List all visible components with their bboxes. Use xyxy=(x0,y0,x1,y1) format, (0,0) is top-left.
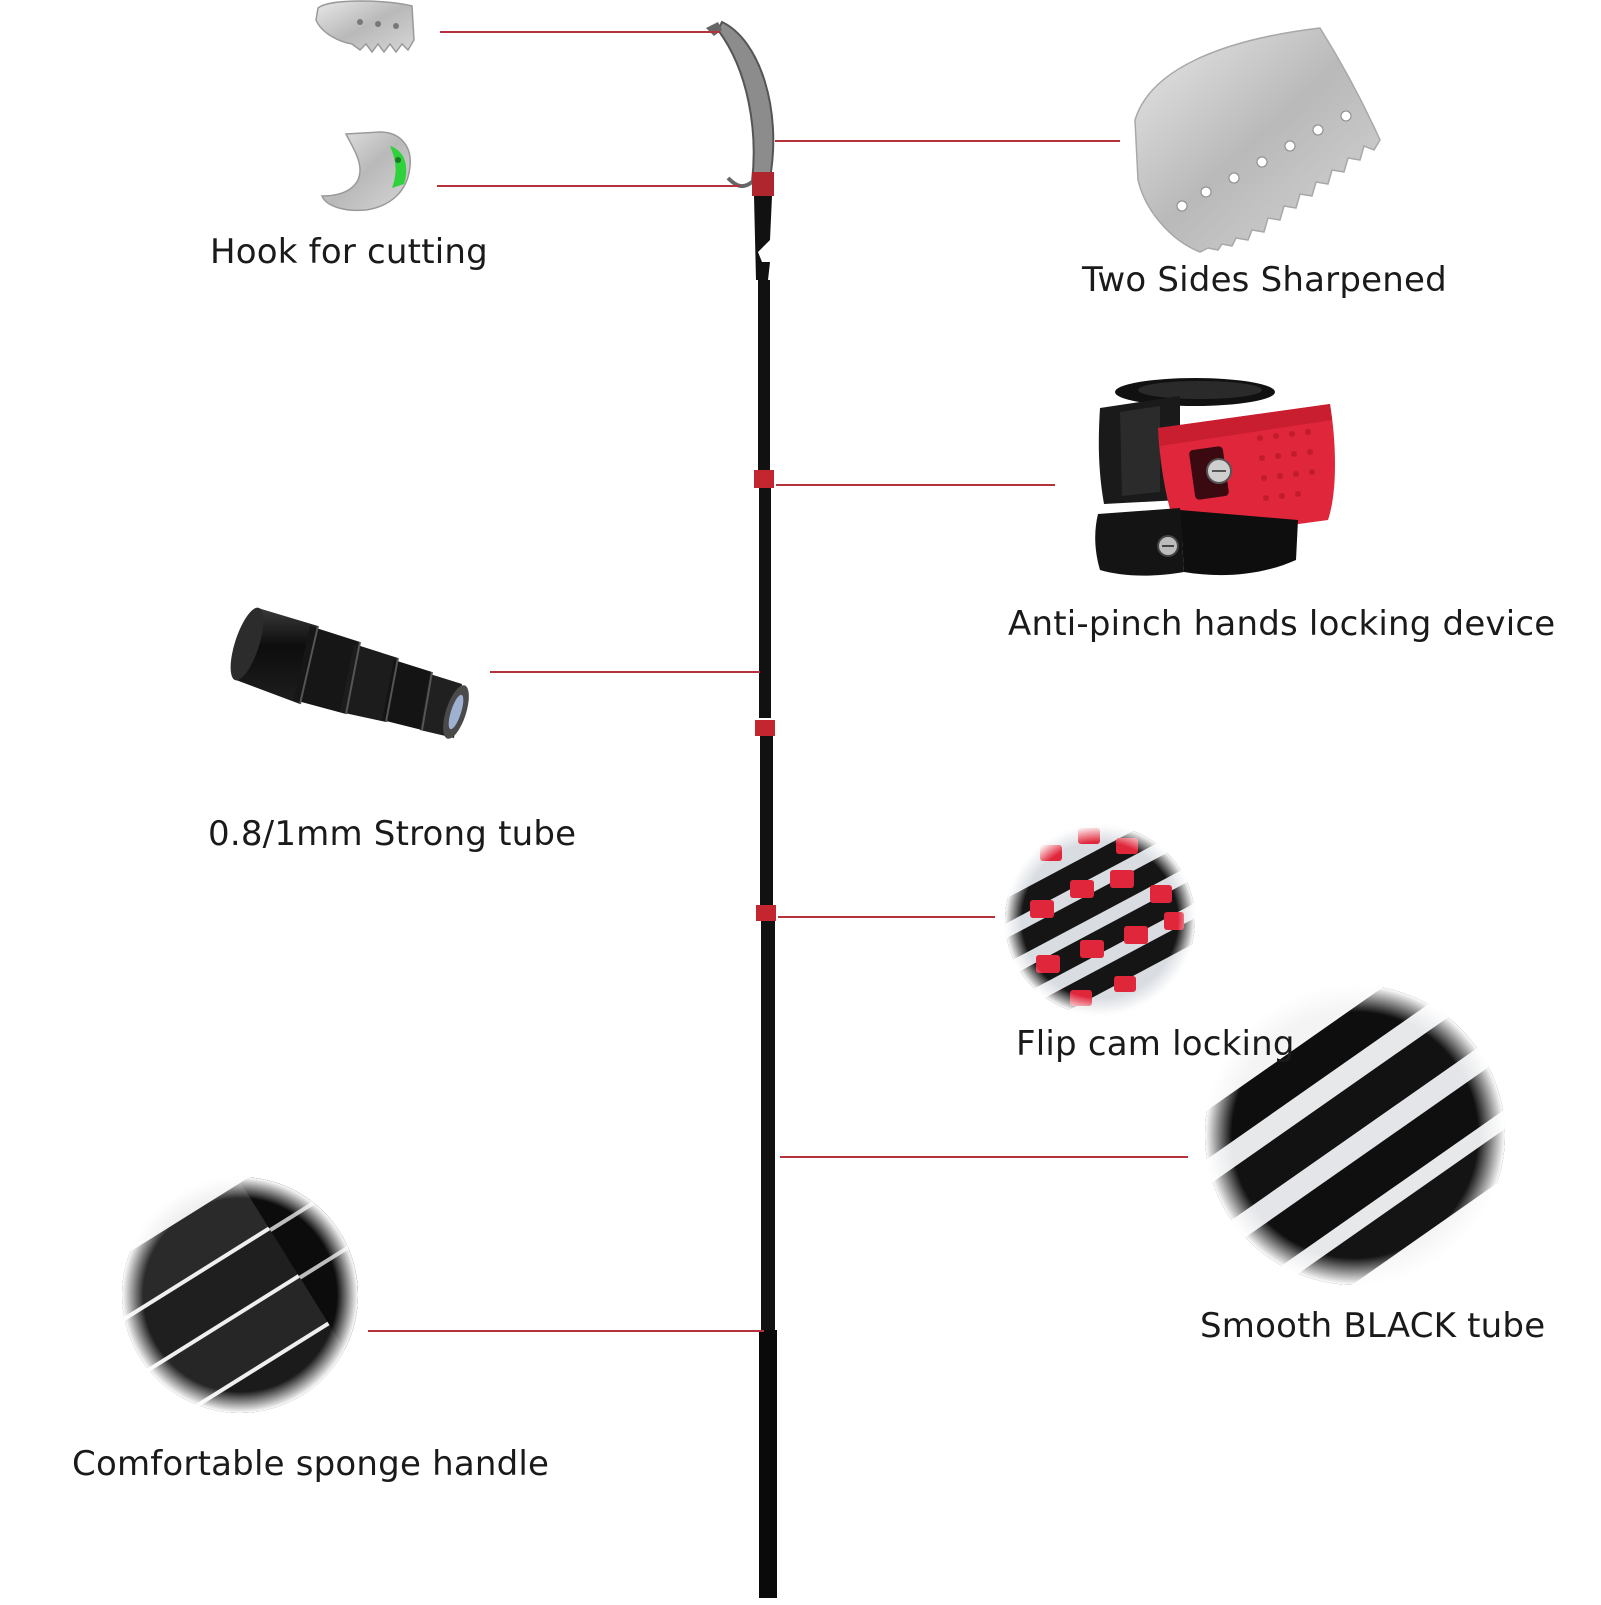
pole-tube-4 xyxy=(761,921,775,1331)
sponge-handle-image xyxy=(122,1177,358,1413)
saw-blade-icon xyxy=(315,0,415,54)
hook-blade-icon xyxy=(320,131,411,212)
pole-saw-blade xyxy=(716,20,775,184)
pole-tube-2 xyxy=(759,488,771,718)
label-sponge-handle: Comfortable sponge handle xyxy=(72,1444,550,1484)
pole-lock-2 xyxy=(755,720,775,736)
pole-hook-lower xyxy=(726,176,754,189)
locking-clamp-image xyxy=(1095,378,1335,576)
pole-head-grip xyxy=(754,196,772,280)
pole-hook-tip xyxy=(706,22,722,36)
flip-cam-locks-image xyxy=(1005,825,1195,1015)
black-tubes-image xyxy=(1205,985,1505,1285)
telescopic-tube-image xyxy=(230,607,469,739)
callout-lines xyxy=(368,31,1188,1332)
label-anti-pinch-lock: Anti-pinch hands locking device xyxy=(1008,604,1556,644)
pole-tube-1 xyxy=(758,280,770,480)
pole-handle xyxy=(759,1330,777,1598)
pole-head-collar xyxy=(752,172,774,196)
pole-tube-3 xyxy=(760,736,773,906)
label-smooth-black-tube: Smooth BLACK tube xyxy=(1200,1306,1546,1346)
saw-blade-closeup xyxy=(1134,27,1381,253)
label-strong-tube: 0.8/1mm Strong tube xyxy=(208,814,577,854)
pole-lock-1 xyxy=(754,470,774,488)
pole-lock-3 xyxy=(756,905,776,921)
label-flip-cam-locking: Flip cam locking xyxy=(1016,1024,1295,1064)
pruner-pole xyxy=(706,20,777,1598)
label-two-sides-sharpened: Two Sides Sharpened xyxy=(1082,260,1447,300)
label-hook-for-cutting: Hook for cutting xyxy=(210,232,488,272)
